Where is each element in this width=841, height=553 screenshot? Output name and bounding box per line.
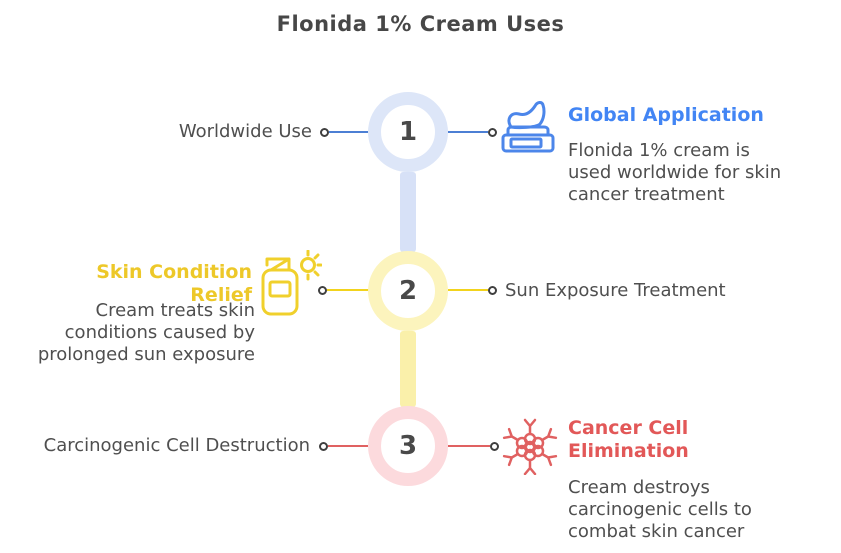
step-1-heading: Global Application [568,104,764,126]
connector-line [329,131,369,133]
sunscreen-bottle-sun-icon [258,250,322,318]
step-3-heading: Cancer Cell Elimination [568,417,689,462]
step-2-heading: Skin Condition Relief [96,261,252,306]
page-title: Flonida 1% Cream Uses [276,12,565,36]
connector-line [328,445,368,447]
step-1-body: Flonida 1% cream is used worldwide for s… [568,140,782,205]
connector-dot [490,442,499,451]
step-2-node: 2 [368,251,448,331]
connector-line [448,289,488,291]
step-3-body: Cream destroys carcinogenic cells to com… [568,477,752,542]
step-2-body: Cream treats skin conditions caused by p… [37,300,255,365]
connector-line [448,445,490,447]
connector-line [448,131,488,133]
step-3-number: 3 [398,431,418,461]
connector-dot [318,286,327,295]
connector-dot [488,128,497,137]
step-2-number: 2 [398,276,418,306]
timeline-segment-2-3 [400,331,416,407]
step-1-left-label: Worldwide Use [178,121,312,142]
connector-dot [488,286,497,295]
connector-dot [319,442,328,451]
cream-jar-icon [497,97,559,153]
step-1-node: 1 [368,92,448,172]
connector-line [327,289,369,291]
connector-dot [320,128,329,137]
step-3-node: 3 [368,406,448,486]
step-1-number: 1 [398,117,418,147]
step-3-left-label: Carcinogenic Cell Destruction [43,435,310,456]
step-2-right-label: Sun Exposure Treatment [505,280,726,301]
timeline-segment-1-2 [400,172,416,252]
cancer-cell-icon [502,417,558,475]
